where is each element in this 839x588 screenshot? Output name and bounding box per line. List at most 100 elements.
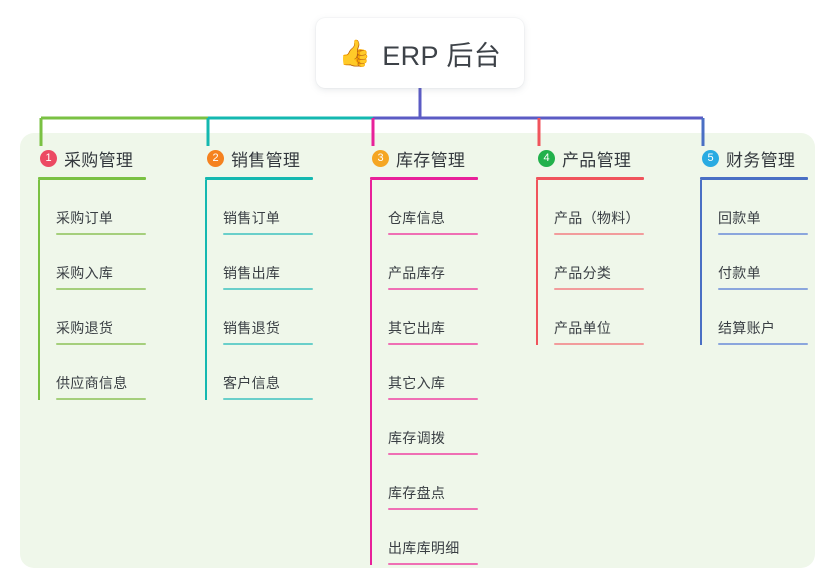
leaf-item-rule	[554, 343, 644, 345]
leaf-item[interactable]: 采购订单	[38, 180, 146, 235]
leaf-item-rule	[223, 288, 313, 290]
leaf-item-label: 产品库存	[388, 265, 446, 281]
leaf-item[interactable]: 产品分类	[536, 235, 644, 290]
leaf-item[interactable]: 产品（物料）	[536, 180, 644, 235]
leaf-item[interactable]: 结算账户	[700, 290, 808, 345]
column-title: 销售管理	[231, 150, 301, 170]
column-rule	[38, 177, 146, 180]
column-spine	[38, 180, 40, 400]
column-title: 财务管理	[726, 150, 796, 170]
leaf-item-rule	[223, 343, 313, 345]
column-title: 产品管理	[562, 150, 632, 170]
leaf-item[interactable]: 出库库明细	[370, 510, 478, 565]
leaf-item-label: 库存调拨	[388, 430, 446, 446]
column-header-4[interactable]: 4 产品管理	[536, 146, 644, 170]
column-5: 5 财务管理回款单付款单结算账户	[700, 146, 808, 345]
leaf-item-label: 仓库信息	[388, 210, 446, 226]
leaf-item-label: 采购入库	[56, 265, 114, 281]
column-spine	[536, 180, 538, 345]
leaf-item-label: 销售退货	[223, 320, 281, 336]
leaf-item-rule	[388, 288, 478, 290]
leaf-item[interactable]: 客户信息	[205, 345, 313, 400]
leaf-item-label: 销售出库	[223, 265, 281, 281]
leaf-item-label: 付款单	[718, 265, 761, 281]
leaf-item-rule	[223, 233, 313, 235]
leaf-item[interactable]: 库存调拨	[370, 400, 478, 455]
leaf-item-rule	[388, 343, 478, 345]
leaf-item-label: 结算账户	[718, 320, 776, 336]
root-node[interactable]: 👍 ERP 后台	[316, 18, 524, 88]
diagram-panel	[20, 133, 815, 568]
leaf-item[interactable]: 采购退货	[38, 290, 146, 345]
leaf-item[interactable]: 库存盘点	[370, 455, 478, 510]
leaf-item[interactable]: 销售退货	[205, 290, 313, 345]
leaf-item[interactable]: 销售订单	[205, 180, 313, 235]
column-header-5[interactable]: 5 财务管理	[700, 146, 808, 170]
column-4: 4 产品管理产品（物料） 产品分类产品单位	[536, 146, 644, 345]
leaf-item-label: 产品分类	[554, 265, 612, 281]
root-title: ERP 后台	[382, 40, 502, 71]
column-rule	[205, 177, 313, 180]
column-items: 销售订单销售出库销售退货客户信息	[205, 180, 313, 400]
leaf-item[interactable]: 回款单	[700, 180, 808, 235]
column-badge-3: 3	[372, 149, 389, 167]
column-header-1[interactable]: 1 采购管理	[38, 146, 146, 170]
leaf-item-label: 产品（物料）	[554, 210, 640, 226]
column-badge-2: 2	[207, 149, 224, 167]
column-spine	[370, 180, 372, 565]
column-badge-5: 5	[702, 149, 719, 167]
leaf-item-label: 采购订单	[56, 210, 114, 226]
column-3: 3 库存管理仓库信息产品库存其它出库其它入库库存调拨库存盘点出库库明细	[370, 146, 478, 565]
leaf-item-rule	[554, 233, 644, 235]
column-rule	[370, 177, 478, 180]
leaf-item[interactable]: 其它出库	[370, 290, 478, 345]
leaf-item-rule	[718, 288, 808, 290]
column-spine	[205, 180, 207, 400]
column-rule	[536, 177, 644, 180]
leaf-item[interactable]: 仓库信息	[370, 180, 478, 235]
leaf-item-rule	[388, 563, 478, 565]
leaf-item-rule	[56, 233, 146, 235]
leaf-item[interactable]: 付款单	[700, 235, 808, 290]
leaf-item-label: 回款单	[718, 210, 761, 226]
leaf-item-label: 其它入库	[388, 375, 446, 391]
leaf-item-rule	[56, 343, 146, 345]
column-badge-4: 4	[538, 149, 555, 167]
leaf-item-rule	[388, 453, 478, 455]
column-items: 仓库信息产品库存其它出库其它入库库存调拨库存盘点出库库明细	[370, 180, 478, 565]
leaf-item-rule	[388, 233, 478, 235]
leaf-item[interactable]: 销售出库	[205, 235, 313, 290]
leaf-item-label: 采购退货	[56, 320, 114, 336]
column-header-3[interactable]: 3 库存管理	[370, 146, 478, 170]
column-title: 采购管理	[64, 150, 134, 170]
column-2: 2 销售管理销售订单销售出库销售退货客户信息	[205, 146, 313, 400]
column-1: 1 采购管理采购订单采购入库采购退货供应商信息	[38, 146, 146, 400]
column-items: 回款单付款单结算账户	[700, 180, 808, 345]
root-node-content: 👍 ERP 后台	[339, 34, 501, 73]
leaf-item-rule	[718, 343, 808, 345]
leaf-item[interactable]: 供应商信息	[38, 345, 146, 400]
leaf-item-label: 出库库明细	[388, 540, 460, 556]
leaf-item-rule	[554, 288, 644, 290]
column-spine	[700, 180, 702, 345]
leaf-item[interactable]: 其它入库	[370, 345, 478, 400]
leaf-item[interactable]: 采购入库	[38, 235, 146, 290]
column-header-2[interactable]: 2 销售管理	[205, 146, 313, 170]
column-rule	[700, 177, 808, 180]
leaf-item-label: 客户信息	[223, 375, 281, 391]
column-badge-1: 1	[40, 149, 57, 167]
column-items: 采购订单采购入库采购退货供应商信息	[38, 180, 146, 400]
leaf-item-label: 销售订单	[223, 210, 281, 226]
leaf-item-label: 产品单位	[554, 320, 612, 336]
column-items: 产品（物料） 产品分类产品单位	[536, 180, 644, 345]
leaf-item-rule	[223, 398, 313, 400]
leaf-item-label: 库存盘点	[388, 485, 446, 501]
leaf-item[interactable]: 产品单位	[536, 290, 644, 345]
leaf-item-rule	[718, 233, 808, 235]
leaf-item[interactable]: 产品库存	[370, 235, 478, 290]
thumbs-up-icon: 👍	[338, 38, 372, 68]
leaf-item-rule	[388, 398, 478, 400]
column-title: 库存管理	[396, 150, 466, 170]
leaf-item-rule	[56, 398, 146, 400]
